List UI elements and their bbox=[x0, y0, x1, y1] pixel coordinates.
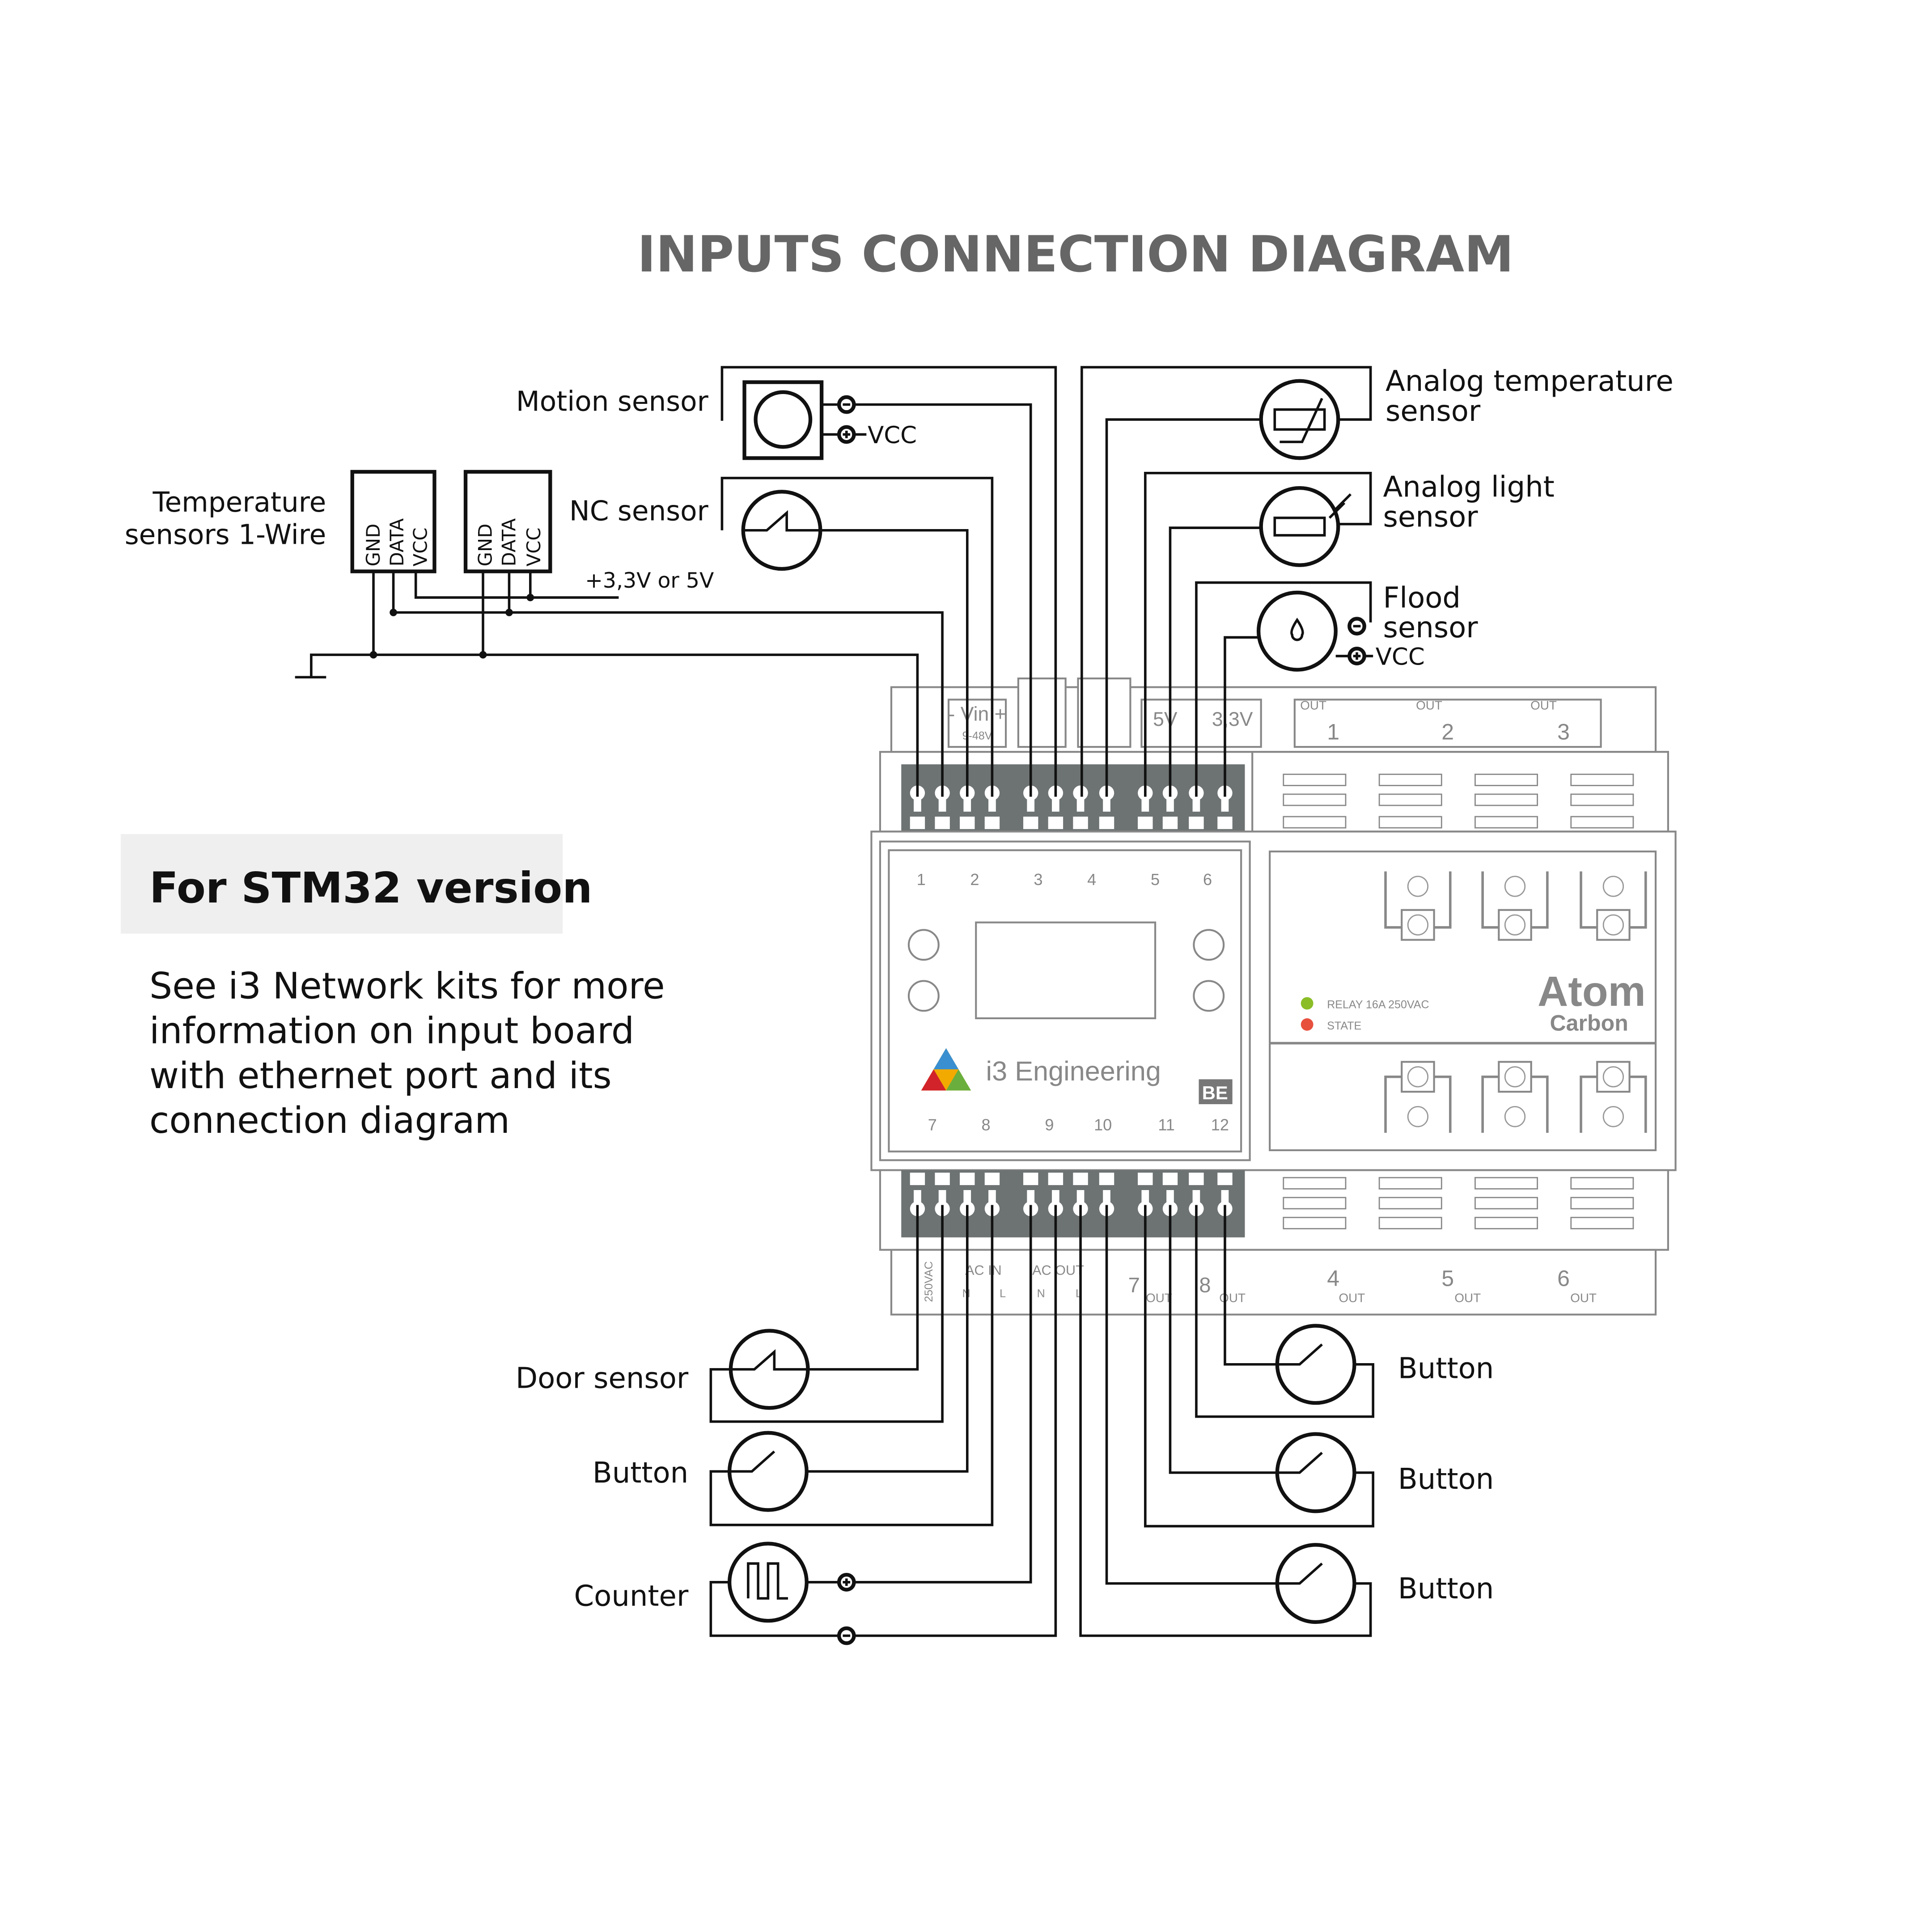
svg-text:VCC: VCC bbox=[523, 528, 545, 567]
svg-text:sensor: sensor bbox=[1383, 611, 1478, 644]
svg-text:sensor: sensor bbox=[1383, 500, 1478, 534]
page-title: INPUTS CONNECTION DIAGRAM bbox=[637, 226, 1514, 284]
relay-label: RELAY 16A 250VAC bbox=[1327, 999, 1429, 1011]
svg-text:Analog light: Analog light bbox=[1383, 471, 1554, 504]
svg-text:7: 7 bbox=[928, 1115, 937, 1134]
5v-label: 5V bbox=[1153, 708, 1178, 730]
ac-in-label: AC IN bbox=[965, 1263, 1002, 1278]
svg-text:Button: Button bbox=[593, 1457, 688, 1490]
svg-text:8: 8 bbox=[981, 1115, 990, 1134]
i3-logo-icon bbox=[921, 1048, 971, 1091]
info-line: with ethernet port and its bbox=[149, 1055, 612, 1097]
svg-text:1: 1 bbox=[917, 870, 926, 889]
relay-out-2: 2 bbox=[1441, 719, 1454, 744]
svg-text:Door sensor: Door sensor bbox=[516, 1362, 689, 1395]
svg-text:Flood: Flood bbox=[1383, 581, 1461, 614]
svg-text:OUT: OUT bbox=[1339, 1291, 1365, 1305]
analog-temperature-sensor: Analog temperature sensor bbox=[1259, 365, 1674, 460]
be-badge: BE bbox=[1202, 1082, 1228, 1103]
button-right-3: Button bbox=[1275, 1543, 1494, 1624]
svg-text:4: 4 bbox=[1087, 870, 1096, 889]
svg-text:OUT: OUT bbox=[1300, 699, 1326, 712]
info-text: See i3 Network kits for more information… bbox=[149, 965, 665, 1142]
state-led bbox=[1301, 1018, 1313, 1031]
svg-text:OUT: OUT bbox=[1146, 1291, 1172, 1305]
svg-text:OUT: OUT bbox=[1454, 1291, 1481, 1305]
svg-text:Button: Button bbox=[1398, 1463, 1494, 1496]
svg-text:sensors 1-Wire: sensors 1-Wire bbox=[125, 519, 326, 551]
relay-out-6: 6 bbox=[1557, 1266, 1570, 1291]
nc-sensor: NC sensor bbox=[569, 490, 822, 571]
brand-label: i3 Engineering bbox=[986, 1056, 1161, 1086]
svg-text:OUT: OUT bbox=[1570, 1291, 1597, 1305]
relay-led bbox=[1301, 997, 1313, 1010]
info-heading: For STM32 version bbox=[149, 864, 593, 913]
state-label: STATE bbox=[1327, 1020, 1361, 1032]
info-heading-box bbox=[121, 834, 563, 934]
info-line: See i3 Network kits for more bbox=[149, 965, 665, 1007]
vac-label: 250VAC bbox=[923, 1261, 935, 1302]
svg-text:3: 3 bbox=[1034, 870, 1042, 889]
supply-label: +3,3V or 5V bbox=[585, 568, 714, 593]
svg-text:N: N bbox=[1037, 1287, 1045, 1300]
svg-text:OUT: OUT bbox=[1416, 699, 1442, 712]
wiring bbox=[295, 366, 1374, 1637]
svg-text:NC sensor: NC sensor bbox=[569, 496, 709, 527]
model-sub-label: Carbon bbox=[1550, 1011, 1628, 1036]
svg-text:9: 9 bbox=[1045, 1115, 1054, 1134]
relay-out-4: 4 bbox=[1327, 1266, 1339, 1291]
svg-text:5: 5 bbox=[1151, 870, 1160, 889]
svg-text:VCC: VCC bbox=[410, 528, 432, 567]
counter: Counter bbox=[574, 1542, 856, 1645]
svg-text:Button: Button bbox=[1398, 1572, 1494, 1606]
relay-out-5: 5 bbox=[1441, 1266, 1454, 1291]
svg-text:GND: GND bbox=[362, 524, 384, 567]
bottom-terminal-block bbox=[901, 1170, 1245, 1237]
svg-text:DATA: DATA bbox=[498, 518, 520, 567]
svg-text:OUT: OUT bbox=[1219, 1291, 1246, 1305]
svg-text:VCC: VCC bbox=[1376, 643, 1425, 670]
button-right-2: Button bbox=[1275, 1432, 1494, 1513]
motion-sensor-label: Motion sensor bbox=[516, 386, 709, 418]
button-right-1: Button bbox=[1275, 1324, 1494, 1405]
svg-text:Counter: Counter bbox=[574, 1580, 688, 1613]
3v3-label: 3,3V bbox=[1212, 708, 1253, 730]
vin-label: - Vin + bbox=[949, 703, 1006, 725]
svg-text:DATA: DATA bbox=[386, 518, 408, 567]
svg-text:Temperature: Temperature bbox=[152, 487, 326, 518]
svg-text:12: 12 bbox=[1211, 1115, 1229, 1134]
info-line: connection diagram bbox=[149, 1100, 510, 1142]
temperature-sensors: Temperature sensors 1-Wire GND DATA VCC … bbox=[125, 470, 714, 593]
analog-light-sensor: Analog light sensor bbox=[1259, 471, 1555, 567]
out-8: 8 bbox=[1199, 1273, 1211, 1297]
top-terminal-block bbox=[901, 764, 1245, 832]
out-7: 7 bbox=[1128, 1273, 1140, 1297]
svg-text:VCC: VCC bbox=[868, 422, 917, 449]
svg-text:L: L bbox=[1000, 1287, 1006, 1300]
svg-text:2: 2 bbox=[970, 870, 979, 889]
door-sensor: Door sensor bbox=[516, 1329, 810, 1410]
atom-carbon-device: - Vin + 9-48V 5V 3,3V OUT OUT OUT 1 2 3 … bbox=[870, 677, 1677, 1316]
svg-text:sensor: sensor bbox=[1385, 395, 1481, 428]
flood-sensor: VCC Flood sensor bbox=[1256, 581, 1478, 672]
relay-out-3: 3 bbox=[1557, 719, 1570, 744]
svg-text:6: 6 bbox=[1203, 870, 1212, 889]
svg-text:11: 11 bbox=[1158, 1115, 1175, 1134]
svg-text:GND: GND bbox=[474, 524, 496, 567]
motion-sensor: VCC Motion sensor bbox=[516, 380, 917, 460]
svg-text:Analog temperature: Analog temperature bbox=[1385, 365, 1674, 398]
ac-out-label: AC OUT bbox=[1032, 1263, 1084, 1278]
svg-text:OUT: OUT bbox=[1530, 699, 1557, 712]
info-line: information on input board bbox=[149, 1010, 634, 1052]
model-label: Atom bbox=[1538, 968, 1646, 1015]
svg-text:Button: Button bbox=[1398, 1352, 1494, 1385]
button-left: Button bbox=[593, 1431, 809, 1512]
relay-out-1: 1 bbox=[1327, 719, 1339, 744]
svg-text:10: 10 bbox=[1094, 1115, 1112, 1134]
